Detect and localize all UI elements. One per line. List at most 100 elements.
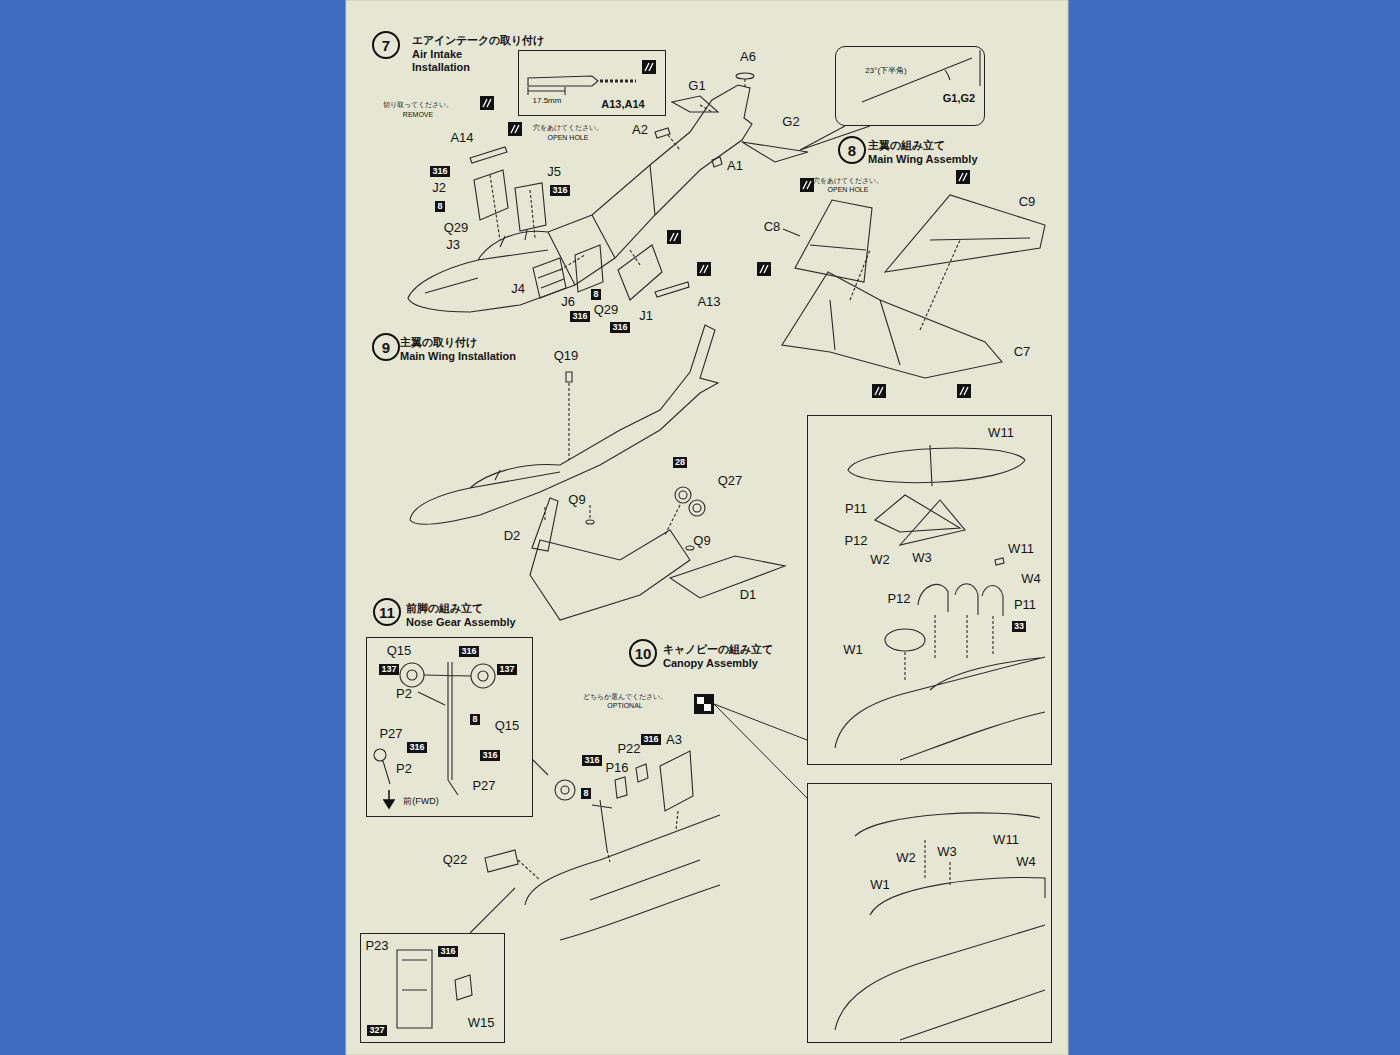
- canopy-frame: [982, 586, 1003, 617]
- part-number: C9: [1019, 195, 1036, 210]
- paint-code: 316: [612, 322, 627, 333]
- part-number: G1: [688, 79, 705, 94]
- canopy-part: [848, 445, 1025, 486]
- step-title-en: Main Wing Installation: [400, 350, 516, 363]
- part-number: A13: [697, 295, 720, 310]
- paint-code: 137: [499, 664, 514, 675]
- fin-part: [532, 498, 558, 551]
- step-number: 11: [379, 605, 395, 620]
- inset-box: 316327P23W15: [360, 933, 505, 1043]
- part-number: P12: [844, 534, 867, 549]
- rod-part: [655, 282, 689, 297]
- step-number: 10: [635, 646, 652, 661]
- step-title-ja: 主翼の取り付け: [400, 336, 477, 349]
- paint-code-box: 316: [582, 755, 601, 766]
- paint-code: 8: [583, 788, 588, 799]
- paint-code-box: 316: [459, 646, 478, 657]
- paint-code-box: 316: [438, 946, 457, 957]
- small-part: [636, 764, 648, 782]
- step-number-circle: 10キャノピーの組み立てCanopy Assembly: [629, 639, 657, 667]
- step-number: 8: [848, 143, 856, 158]
- part-number: A14: [450, 131, 473, 146]
- cockpit-frame: [478, 230, 548, 260]
- step-title-en: Nose Gear Assembly: [406, 616, 516, 629]
- part-number: P16: [605, 761, 628, 776]
- part-number: W11: [993, 833, 1019, 848]
- checker-square: [704, 704, 711, 711]
- tool-icon: [508, 122, 522, 136]
- part-number: J5: [547, 165, 561, 180]
- step-title-ja: エアインテークの取り付け: [412, 34, 544, 47]
- part-number: W1: [843, 643, 863, 658]
- step-title-ja: キャノピーの組み立て: [663, 643, 773, 656]
- canopy-part: [900, 500, 965, 545]
- paint-code-box: 33: [1012, 621, 1026, 632]
- checker-square: [697, 697, 704, 704]
- note-text: 17.5mm: [533, 96, 562, 105]
- leader-line: [470, 760, 548, 933]
- part-number: W3: [912, 551, 932, 566]
- stabilizer: [672, 96, 718, 112]
- paint-code-box: 8: [591, 289, 600, 300]
- part-number: Q15: [387, 644, 412, 659]
- canopy-part: [855, 813, 1045, 915]
- paint-code-box: 316: [550, 185, 569, 196]
- paint-code-box: 8: [581, 788, 590, 799]
- tool-icon-mark: [670, 233, 678, 241]
- tool-icon-mark: [803, 181, 811, 189]
- step-title-en: Air Intake Installation: [412, 48, 484, 73]
- step-number-circle: 9主翼の取り付けMain Wing Installation: [372, 333, 400, 361]
- tool-icon: [872, 384, 886, 398]
- dimension-line: [528, 87, 565, 95]
- paint-code: 316: [432, 166, 447, 177]
- paint-code-box: 327: [367, 1025, 386, 1036]
- assembly-line: [545, 383, 680, 535]
- step-title-en: Canopy Assembly: [663, 657, 758, 670]
- part-number: Q29: [444, 221, 469, 236]
- paint-code: 33: [1014, 621, 1024, 632]
- forward-arrow: [384, 790, 394, 808]
- direction-note: 前(FWD): [403, 796, 439, 806]
- small-part: [586, 520, 694, 550]
- part-number: J2: [432, 181, 446, 196]
- assembly-line: [490, 79, 745, 270]
- part-number: J1: [639, 309, 653, 324]
- paper-sheet: [346, 0, 1068, 1055]
- paint-code-box: 316: [480, 750, 499, 761]
- tool-icon: [800, 178, 814, 192]
- gear-leg: [418, 662, 471, 795]
- note-text: 穴をあけてください。: [533, 124, 603, 132]
- note-text: どちらか選んでください。: [583, 693, 667, 701]
- part-number: Q22: [443, 853, 468, 868]
- intake-plate: [474, 170, 508, 220]
- checker-symbol: [694, 694, 714, 714]
- paint-code-box: 316: [641, 734, 660, 745]
- paint-code-box: 137: [379, 664, 398, 675]
- step-number: 7: [382, 38, 390, 53]
- wing-part: [782, 272, 1002, 378]
- part-number: P11: [845, 502, 867, 517]
- tool-icon-mark: [760, 265, 768, 273]
- part-number: J6: [561, 295, 575, 310]
- paint-code: 8: [472, 714, 477, 725]
- paint-code-box: 137: [497, 664, 516, 675]
- part-number: W4: [1021, 572, 1041, 587]
- part-number: Q27: [718, 474, 743, 489]
- small-part: [615, 777, 627, 798]
- grille-part: [533, 258, 566, 298]
- part-number: W15: [468, 1016, 495, 1031]
- option-connector: [714, 704, 807, 798]
- part-number: P27: [379, 727, 402, 742]
- assembly-line: [905, 615, 993, 680]
- tool-icon-mark: [511, 125, 519, 133]
- assembly-line: [850, 240, 960, 330]
- part-number: Q19: [554, 349, 579, 364]
- paint-code: 8: [437, 201, 442, 212]
- tool-icon-mark: [645, 63, 653, 71]
- part-number: C7: [1014, 345, 1031, 360]
- part-number: A13,A14: [601, 98, 644, 111]
- rod-part: [470, 147, 507, 163]
- part-number: A6: [740, 50, 756, 65]
